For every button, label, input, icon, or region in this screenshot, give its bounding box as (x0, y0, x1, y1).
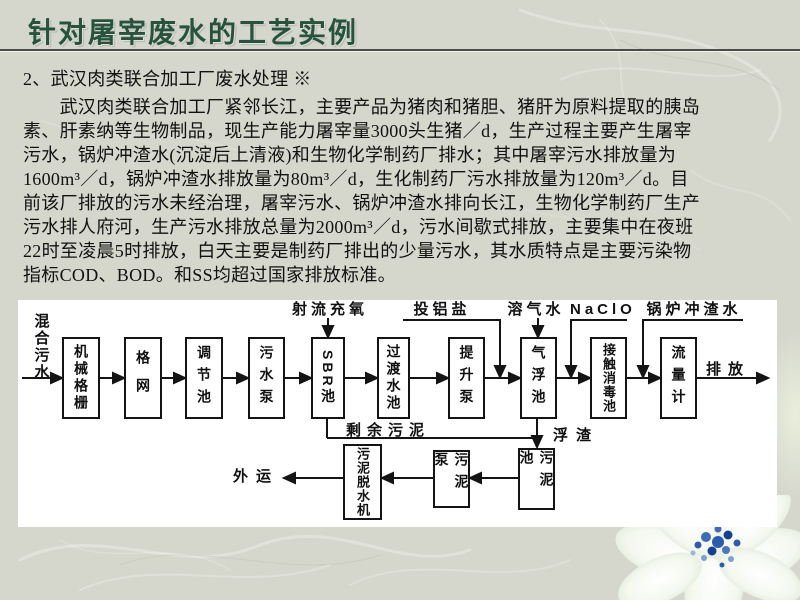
body-line-2: 素、肝素纳等生物制品，现生产能力屠宰量3000头生猪／d，生产过程主要产生屠宰 (23, 121, 692, 141)
chemical-input-label-2: 投铝盐 (413, 301, 471, 318)
flower-center (690, 525, 741, 568)
body-line-5: 前该厂排放的污水未经治理，屠宰污水、锅炉冲渣水排向长江，生物化学制药厂生产 (23, 193, 701, 213)
process-box-1: 机械格栅 (62, 337, 100, 419)
process-box-6: 过渡水池 (377, 337, 410, 419)
scum-label: 浮渣 (552, 427, 599, 444)
sludge-box-3: 污泥脱水机 (343, 444, 382, 520)
process-box-8: 气浮池 (520, 337, 557, 419)
slide-title: 针对屠宰废水的工艺实例 (28, 17, 359, 48)
body-line-1: 武汉肉类联合加工厂紧邻长江，主要产品为猪肉和猪胆、猪肝为原料提取的胰岛 (23, 97, 701, 117)
inflow-label: 混合污水 (32, 313, 50, 381)
body-line-7: 22时至凌晨5时排放，白天主要是制药厂排出的少量污水，其水质特点是主要污染物 (23, 241, 692, 261)
process-box-9: 接触消毒池 (590, 337, 627, 419)
diagram-panel: 混合污水 排放 剩余污泥 浮渣 外运 机械格栅格网调节池污水泵 SBR池过渡水池 提… (18, 300, 777, 527)
process-box-2: 格网 (124, 337, 162, 419)
chemical-input-label-3: 溶气水 (507, 301, 565, 318)
process-box-5: SBR池 (311, 337, 345, 419)
process-box-3: 调节池 (185, 337, 223, 419)
outflow-label: 排放 (705, 361, 750, 378)
chemical-input-label-4: NaClO (570, 301, 636, 318)
process-box-10: 流量计 (660, 337, 697, 419)
title-divider (0, 49, 800, 52)
sludge-box-2: 污泥泵 (433, 450, 470, 508)
body-text: 2、武汉肉类联合加工厂废水处理 ※ 武汉肉类联合加工厂紧邻长江，主要产品为猪肉和… (23, 66, 783, 287)
chemical-input-label-1: 射流充氧 (291, 301, 368, 318)
sludge-box-1: 污泥池 (518, 448, 555, 510)
body-lines: 武汉肉类联合加工厂紧邻长江，主要产品为猪肉和猪胆、猪肝为原料提取的胰岛素、肝素纳… (23, 95, 783, 287)
body-line-4: 1600m³／d，锅炉冲渣水排放量为80m³／d，生化制药厂污水排放量为120m… (23, 169, 689, 189)
section-heading: 2、武汉肉类联合加工厂废水处理 ※ (23, 69, 312, 89)
excess-sludge-label: 剩余污泥 (345, 422, 430, 439)
body-line-8: 指标COD、BOD。和SS均超过国家排放标准。 (23, 265, 396, 285)
chemical-input-label-5: 锅炉冲渣水 (646, 301, 742, 318)
process-box-7: 提升泵 (448, 337, 485, 419)
process-box-4: 污水泵 (248, 337, 285, 419)
haul-away-label: 外运 (232, 468, 279, 485)
body-line-6: 污水排人府河，生产污水排放总量为2000m³／d，污水间歇式排放，主要集中在夜班 (23, 217, 694, 237)
body-line-3: 污水，锅炉冲渣水(沉淀后上清液)和生物化学制药厂排水；其中屠宰污水排放量为 (23, 145, 677, 165)
flow-connectors (22, 318, 771, 485)
